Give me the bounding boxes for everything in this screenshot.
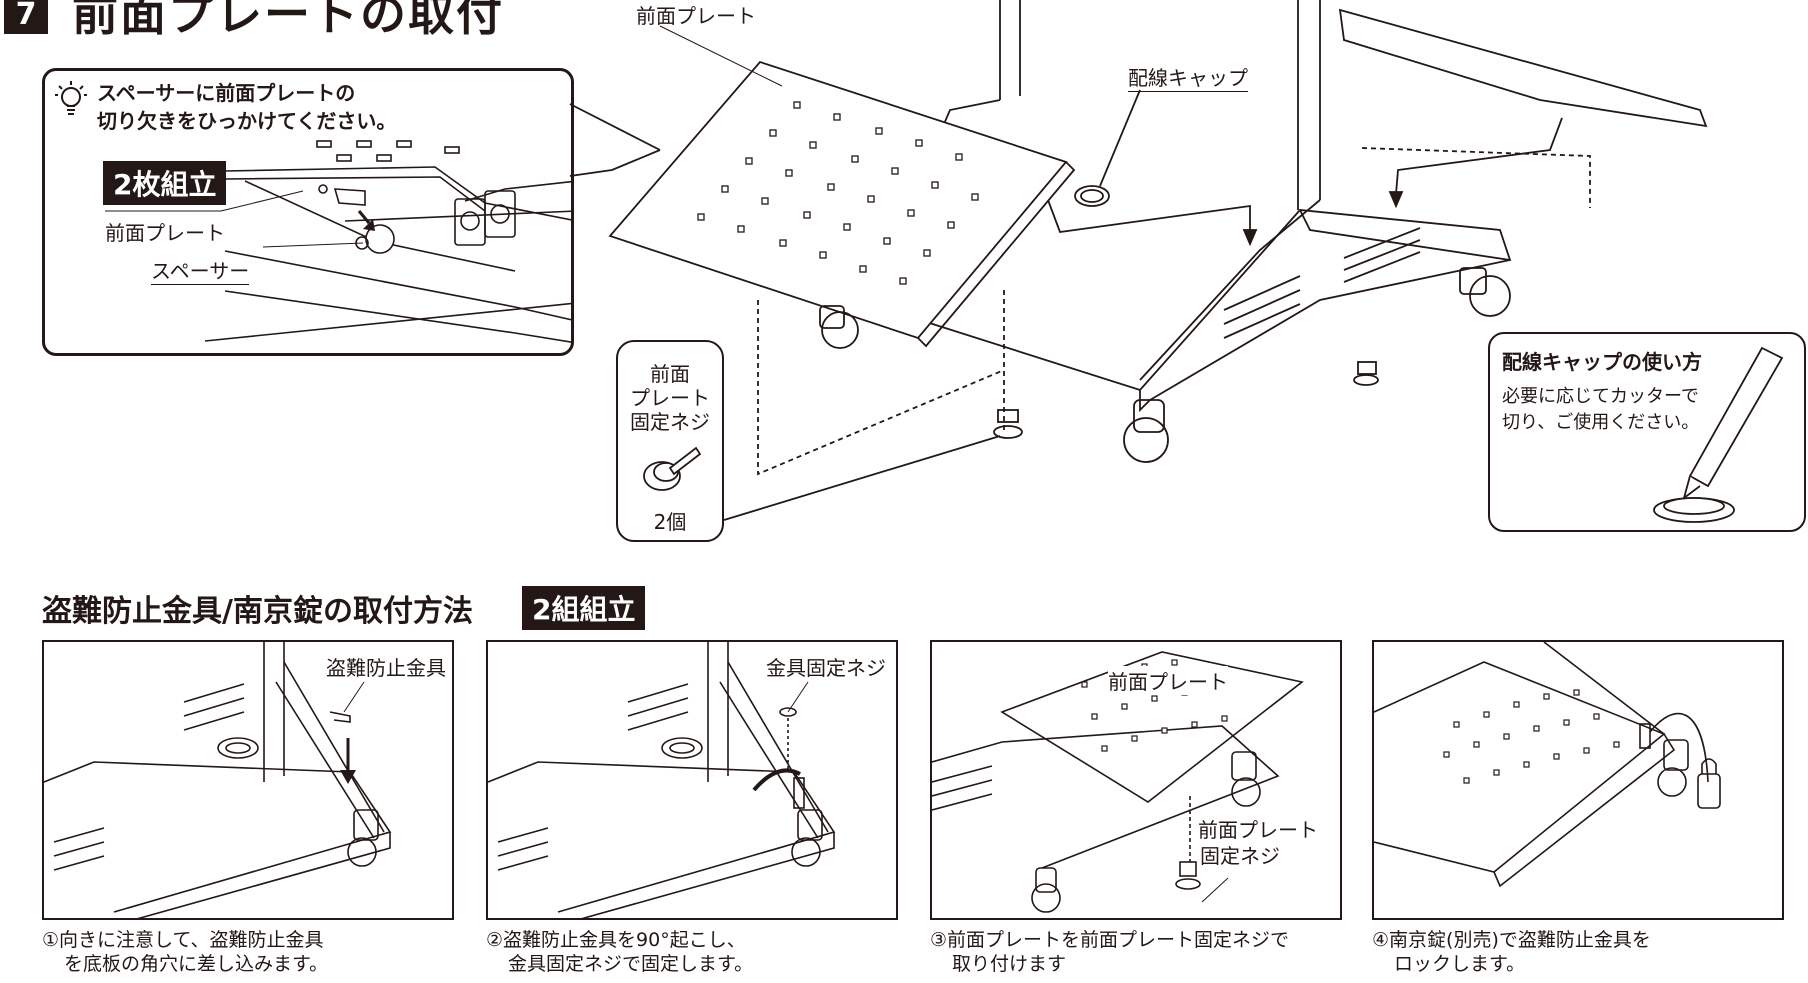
step-2-caption: ②盗難防止金具を90°起こし、 金具固定ネジで固定します。 [486, 928, 753, 976]
label-front-plate-main: 前面プレート [636, 4, 756, 28]
step-3-panel: 前面プレート 前面プレート 固定ネジ [930, 640, 1342, 920]
assembly-count-badge: 2枚組立 [103, 161, 227, 205]
step-3-caption: ③前面プレートを前面プレート固定ネジで 取り付けます [930, 928, 1289, 976]
cutter-knife-icon [1630, 334, 1804, 530]
wiring-cap-usage-line2: 切り、ご使用ください。 [1502, 412, 1700, 433]
step-3-caption-line1: ③前面プレートを前面プレート固定ネジで [930, 929, 1290, 951]
step-3-caption-line2: 取り付けます [952, 953, 1067, 975]
section-number-badge: 7 [4, 0, 48, 34]
step-4-drawing [1374, 642, 1721, 888]
step-3-label-plate: 前面プレート [1108, 666, 1228, 695]
label-wiring-cap: 配線キャップ [1128, 62, 1248, 92]
screw-count: 2個 [653, 510, 687, 534]
step-4-caption-line2: ロックします。 [1394, 953, 1526, 975]
step-2-caption-line2: 金具固定ネジで固定します。 [508, 953, 754, 975]
thumb-screw-icon [640, 440, 704, 504]
spacer-detail-callout: スペーサーに前面プレートの 切り欠きをひっかけてください。 2枚組立 前面プレー… [42, 68, 574, 356]
screw-label-line3: 固定ネジ [630, 410, 710, 434]
wiring-cap-usage-line1: 必要に応じてカッターで [1502, 386, 1699, 407]
step-1-caption-line2: を底板の角穴に差し込みます。 [64, 953, 329, 975]
label-front-plate: 前面プレート [105, 221, 225, 245]
step-2-caption-line1: ②盗難防止金具を90°起こし、 [486, 929, 746, 951]
lightbulb-icon [51, 79, 91, 127]
step-1-caption-line1: ①向きに注意して、盗難防止金具 [42, 929, 324, 951]
label-spacer: スペーサー [151, 255, 250, 285]
step-2-label: 金具固定ネジ [766, 656, 886, 680]
step-1-caption: ①向きに注意して、盗難防止金具 を底板の角穴に差し込みます。 [42, 928, 328, 976]
wiring-cap-usage-callout: 配線キャップの使い方 必要に応じてカッターで 切り、ご使用ください。 [1488, 332, 1806, 532]
wiring-cap-usage-title: 配線キャップの使い方 [1502, 350, 1702, 374]
screw-label-line2: プレート [630, 386, 710, 410]
spacer-detail-drawing [105, 140, 571, 343]
step-4-caption-line1: ④南京錠(別売)で盗難防止金具を [1372, 929, 1651, 951]
cart-assembly-drawing [569, 0, 1708, 521]
fixing-screw-callout: 前面 プレート 固定ネジ 2個 [616, 340, 724, 542]
step-4-panel [1372, 640, 1784, 920]
step-1-label: 盗難防止金具 [326, 656, 446, 680]
anti-theft-assembly-badge: 2組組立 [522, 586, 646, 630]
step-2-drawing [488, 642, 836, 918]
step-4-caption: ④南京錠(別売)で盗難防止金具を ロックします。 [1372, 928, 1651, 976]
screw-label-line1: 前面 [650, 362, 690, 386]
step-3-label-screw-a: 前面プレート [1198, 814, 1318, 843]
step-2-panel: 金具固定ネジ [486, 640, 898, 920]
step-1-drawing [44, 642, 392, 918]
step-1-panel: 盗難防止金具 [42, 640, 454, 920]
tip-text-line1: スペーサーに前面プレートの [97, 81, 356, 105]
step-3-label-screw-b: 固定ネジ [1200, 840, 1280, 869]
anti-theft-section-title: 盗難防止金具/南京錠の取付方法 [42, 594, 473, 629]
section-title: 前面プレートの取付 [72, 0, 504, 41]
tip-text-line2: 切り欠きをひっかけてください。 [97, 109, 397, 133]
